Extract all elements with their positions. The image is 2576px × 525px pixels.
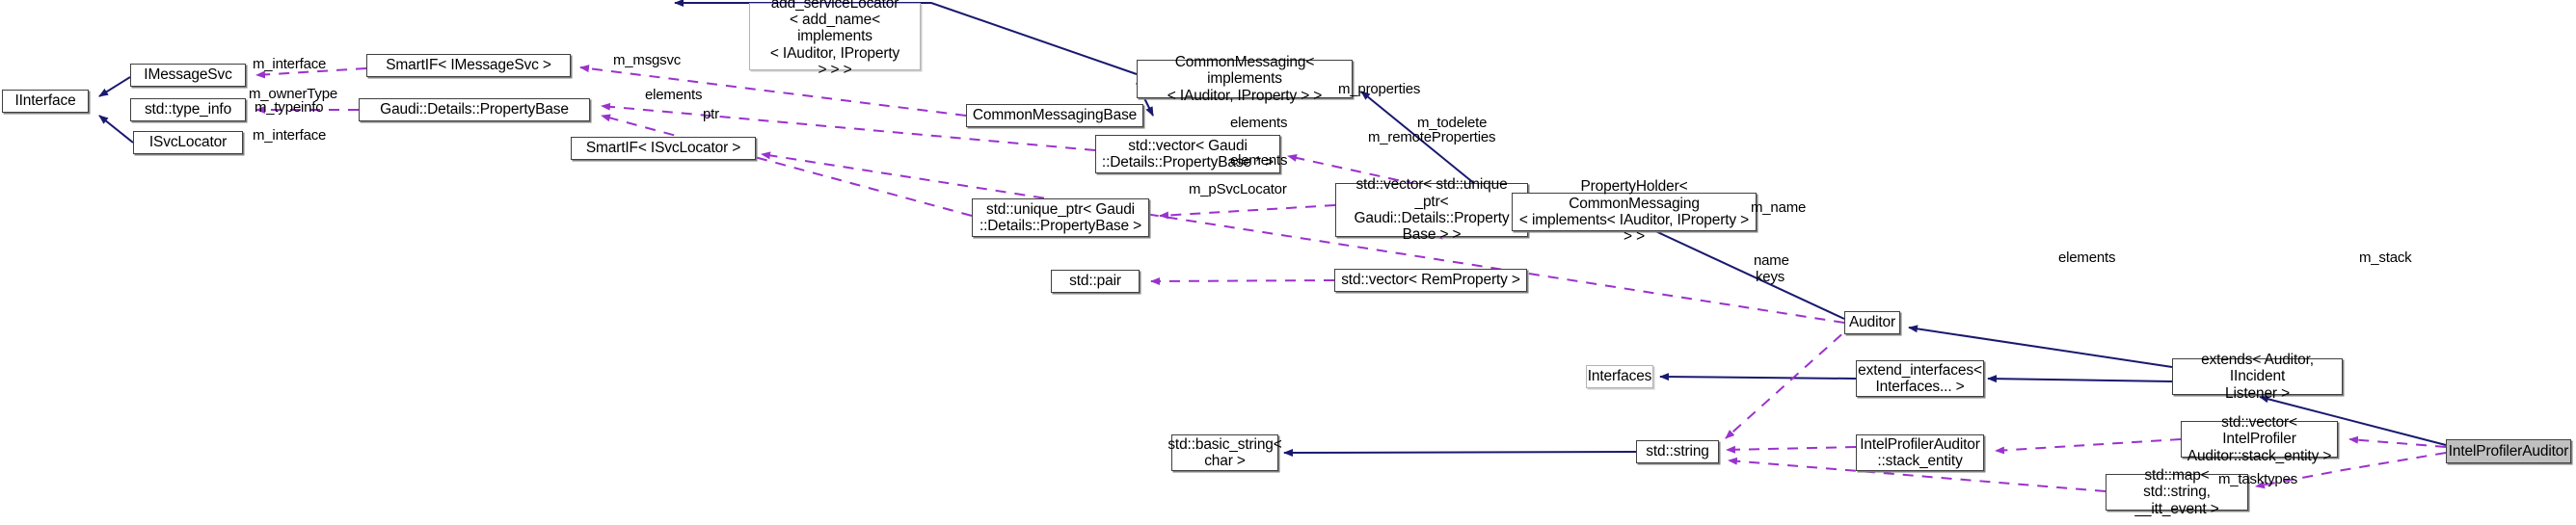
node-extend-interfaces[interactable]: extend_interfaces< Interfaces... >	[1856, 360, 1984, 397]
edge-label-elements-stack-entity: elements	[2058, 249, 2116, 266]
node-stdvector-propertybase-ptr[interactable]: std::vector< Gaudi ::Details::PropertyBa…	[1095, 135, 1280, 173]
edge-label-m-properties: m_properties	[1338, 81, 1421, 97]
node-stdmap-string-ittevent[interactable]: std::map< std::string, __itt_event >	[2106, 467, 2248, 517]
node-intelprofilerauditor[interactable]: IntelProfilerAuditor	[2446, 439, 2571, 463]
node-stdvector-stduniqueptr[interactable]: std::vector< std::unique _ptr< Gaudi::De…	[1335, 176, 1528, 243]
node-extends-auditor-iincidentlistener[interactable]: extends< Auditor, IIncident Listener >	[2172, 352, 2343, 402]
edge-label-elements-remproperty: elements	[1230, 152, 1288, 169]
node-gaudi-details-propertybase[interactable]: Gaudi::Details::PropertyBase	[359, 98, 590, 121]
edge-label-m-typeinfo: m_typeinfo	[255, 99, 324, 116]
node-stdpair[interactable]: std::pair	[1051, 270, 1140, 293]
node-stdvector-remproperty[interactable]: std::vector< RemProperty >	[1334, 269, 1527, 292]
edge-label-elements-uniqueptr: elements	[1230, 115, 1288, 131]
edge-label-m-interface-messagesvc: m_interface	[253, 56, 327, 72]
node-auditor[interactable]: Auditor	[1844, 311, 1900, 334]
edge-label-m-psvclocator: m_pSvcLocator	[1189, 181, 1287, 197]
node-stdvector-stack-entity[interactable]: std::vector< IntelProfiler Auditor::stac…	[2181, 414, 2338, 464]
edge-label-m-todelete: m_todelete	[1417, 115, 1488, 131]
edge-label-m-stack: m_stack	[2359, 249, 2412, 266]
edge-label-m-msgsvc: m_msgsvc	[613, 52, 682, 68]
edge-label-m-interface-svclocator: m_interface	[253, 127, 327, 144]
node-commonmessagingbase[interactable]: CommonMessagingBase	[966, 104, 1143, 127]
edge-label-m-ownertype: m_ownerType	[249, 86, 338, 102]
edge-label-name: name	[1754, 252, 1789, 269]
node-propertyholder[interactable]: PropertyHolder< CommonMessaging < implem…	[1512, 178, 1757, 245]
node-intelprofilerauditor-stack-entity[interactable]: IntelProfilerAuditor ::stack_entity	[1856, 434, 1984, 471]
node-imessagesvc[interactable]: IMessageSvc	[130, 64, 246, 87]
node-std-basic-string-char[interactable]: std::basic_string< char >	[1167, 434, 1282, 471]
node-iinterface[interactable]: IInterface	[2, 90, 89, 113]
node-add-servicelocator[interactable]: add_serviceLocator < add_name< implement…	[749, 0, 921, 78]
node-commonmessaging[interactable]: CommonMessaging< implements < IAuditor, …	[1137, 54, 1353, 104]
edge-label-elements-propertybase: elements	[645, 87, 703, 103]
edge-label-keys: keys	[1756, 269, 1785, 285]
node-std-string[interactable]: std::string	[1636, 440, 1719, 463]
node-interfaces[interactable]: Interfaces	[1586, 365, 1653, 388]
edge-label-m-remoteproperties: m_remoteProperties	[1368, 129, 1496, 145]
edge-label-ptr: ptr	[703, 106, 719, 122]
edge-label-m-tasktypes: m_tasktypes	[2218, 471, 2297, 487]
node-smartif-isvclocator[interactable]: SmartIF< ISvcLocator >	[571, 137, 756, 160]
node-isvclocator[interactable]: ISvcLocator	[133, 131, 243, 154]
node-std-type-info[interactable]: std::type_info	[130, 98, 246, 121]
edge-label-m-name: m_name	[1751, 199, 1807, 216]
node-smartif-imessagesvc[interactable]: SmartIF< IMessageSvc >	[366, 54, 571, 77]
node-stduniqueptr-propertybase[interactable]: std::unique_ptr< Gaudi ::Details::Proper…	[972, 198, 1149, 237]
